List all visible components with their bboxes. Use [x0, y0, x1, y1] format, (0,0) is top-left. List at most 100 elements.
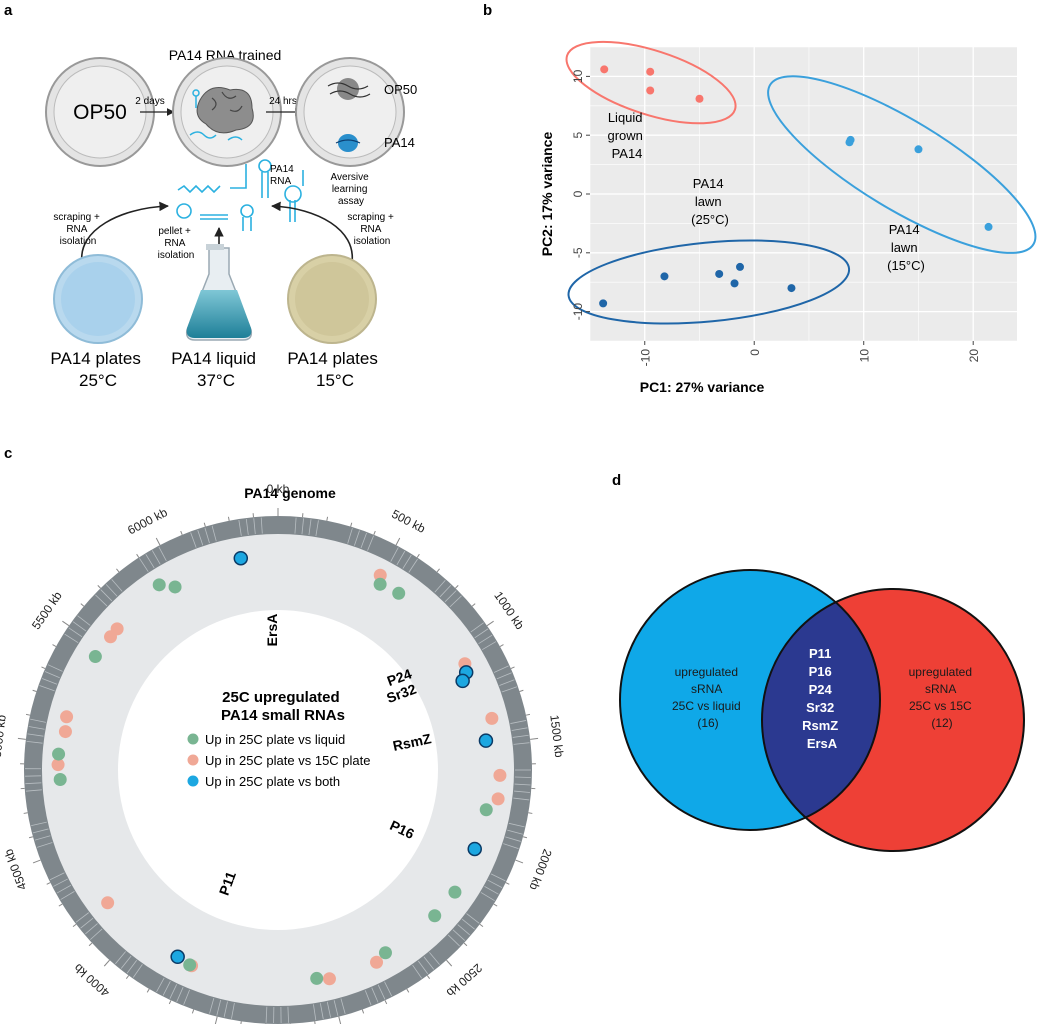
- ring-stripe: [126, 960, 138, 974]
- assay-plate: [295, 57, 405, 167]
- ring-stripe: [447, 934, 460, 947]
- genome-tick: [146, 988, 150, 993]
- genome-tick: [214, 1016, 218, 1024]
- ring-stripe: [478, 634, 493, 645]
- srna-dot-blue: [233, 550, 249, 566]
- ring-stripe: [493, 665, 509, 673]
- srna-dot-green: [183, 958, 197, 972]
- legend-label-liquid: Up in 25C plate vs liquid: [205, 732, 345, 747]
- panel-letter-d: d: [612, 472, 621, 489]
- ring-stripe: [417, 960, 429, 975]
- srna-dot-blue: [467, 841, 482, 857]
- assay-op50-label: OP50: [384, 82, 417, 97]
- genome-tick: [32, 689, 37, 692]
- legend-label-both: Up in 25C plate vs both: [205, 774, 340, 789]
- ring-stripe: [287, 1006, 289, 1023]
- genome-tick: [361, 1009, 365, 1014]
- ring-stripe: [496, 672, 512, 680]
- ring-stripe: [423, 956, 435, 970]
- ring-stripe: [132, 964, 143, 978]
- ring-stripe: [377, 984, 386, 1000]
- group-ellipse: [567, 239, 851, 325]
- ring-stripe: [301, 518, 304, 535]
- srna-dot-pink: [101, 896, 115, 910]
- genome-tick: [479, 923, 484, 928]
- group-label-25c: PA14 lawn (25°C): [691, 176, 729, 227]
- genome-tick: [350, 522, 353, 527]
- pca-point: [846, 135, 855, 144]
- genome-tick: [493, 903, 498, 907]
- group-label-15c: PA14 lawn (15°C): [887, 222, 925, 273]
- srna-dot-green: [310, 971, 324, 985]
- genome-center: [118, 610, 438, 930]
- genome-tick: [52, 644, 57, 647]
- ring-stripe: [209, 998, 215, 1014]
- ring-stripe: [139, 558, 149, 572]
- panel-letter-c: c: [4, 445, 12, 462]
- group-ellipse: [565, 40, 737, 125]
- genome-tick-label: 6000 kb: [125, 505, 170, 537]
- srna-dot-green: [373, 577, 387, 591]
- srna-dot-blue: [478, 733, 494, 748]
- ring-stripe: [470, 622, 484, 633]
- ring-stripe: [487, 879, 503, 888]
- genome-tick-label: 1000 kb: [491, 589, 527, 632]
- ring-stripe: [85, 923, 98, 935]
- ring-stripe: [162, 980, 171, 996]
- ring-stripe: [429, 952, 440, 965]
- genome-tick: [395, 537, 401, 546]
- ring-stripe: [474, 628, 489, 639]
- center-title: 25C upregulated PA14 small RNAs: [221, 689, 345, 724]
- ring-stripe: [480, 892, 495, 902]
- ring-stripe: [484, 885, 499, 895]
- srna-dot-green: [448, 885, 462, 899]
- ring-stripe: [115, 951, 126, 965]
- genome-tick: [406, 988, 410, 993]
- assay-pa14-label: PA14: [384, 135, 415, 150]
- ring-stripe: [508, 822, 525, 828]
- genome-tick-label: 2000 kb: [526, 847, 554, 892]
- ring-stripe: [444, 590, 457, 603]
- ring-stripe: [60, 891, 75, 900]
- srna-dot-green: [428, 909, 442, 923]
- genome-tick-label: 0 kb: [267, 482, 290, 496]
- srna-dot-green: [52, 747, 66, 761]
- ring-stripe: [353, 530, 360, 546]
- y-tick-label: 10: [571, 69, 585, 83]
- ring-stripe: [176, 987, 184, 1002]
- ring-stripe: [371, 987, 379, 1003]
- pca-point: [660, 272, 669, 281]
- legend-dot-blue: [187, 775, 199, 787]
- ring-stripe: [482, 641, 497, 651]
- genome-tick: [203, 522, 206, 527]
- srna-dot-pink: [60, 710, 74, 724]
- pca-point: [715, 269, 724, 278]
- srna-label-ersa: ErsA: [264, 614, 280, 647]
- ring-stripe: [32, 828, 49, 834]
- ring-stripe: [68, 627, 83, 638]
- genome-tick: [168, 1000, 172, 1005]
- ring-stripe: [27, 733, 44, 737]
- ring-stripe: [90, 928, 103, 940]
- srna-dot-pink: [485, 711, 499, 725]
- pca-point: [914, 145, 923, 154]
- srna-dot-green: [53, 772, 67, 786]
- genome-tick: [25, 713, 31, 716]
- genome-tick: [515, 859, 524, 864]
- genome-tick: [58, 903, 63, 907]
- pca-point: [600, 65, 609, 74]
- genome-tick: [510, 666, 515, 670]
- curved-arrow-left: [81, 201, 169, 263]
- ring-stripe: [360, 532, 367, 549]
- plate-15c-label: PA14 plates 15°C: [287, 349, 382, 390]
- genome-tick: [23, 812, 28, 814]
- ring-stripe: [75, 912, 89, 923]
- genome-tick: [155, 537, 161, 546]
- right-isolation-label: scraping + RNA isolation: [347, 212, 396, 247]
- pca-points: [599, 65, 993, 308]
- venn-right-label: upregulated sRNA 25C vs 15C (12): [909, 665, 976, 730]
- genome-tick: [17, 737, 26, 740]
- ring-stripe: [190, 532, 197, 548]
- rna-illustration: [176, 159, 304, 231]
- genome-tick: [28, 836, 34, 839]
